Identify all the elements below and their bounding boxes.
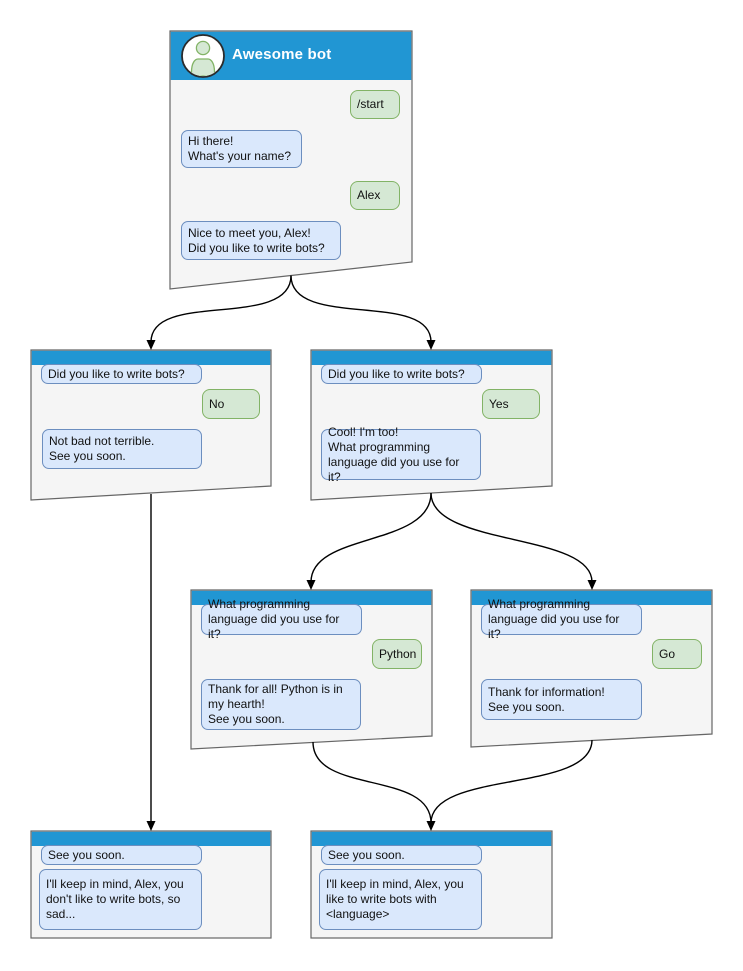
message-bubble-bot: Did you like to write bots? [321,364,482,384]
window-header-bar [31,831,271,846]
arrowheads [146,340,597,831]
flow-arrow-yes-to-python [310,492,432,583]
message-bubble-user: Yes [482,389,540,419]
message-bubble-bot: I'll keep in mind, Alex, you don't like … [39,869,202,930]
flow-arrow-main-to-yes [290,275,432,343]
window-header-bar [191,590,432,605]
window-header-bar [311,831,552,846]
message-bubble-user: Python [372,639,422,669]
message-bubble-bot: Not bad not terrible. See you soon. [42,429,202,469]
arrowhead-icon [587,580,597,590]
person-icon [190,40,216,76]
window-header-bar [471,590,712,605]
message-bubble-bot: I'll keep in mind, Alex, you like to wri… [319,869,482,930]
message-bubble-bot: Nice to meet you, Alex! Did you like to … [181,221,341,260]
arrowhead-icon [306,580,316,590]
bot-avatar [181,34,225,78]
message-bubble-user: Alex [350,181,400,210]
flow-arrow-yes-to-go [430,492,593,583]
window-title: Awesome bot [232,46,332,63]
message-bubble-bot: What programming language did you use fo… [201,597,362,641]
message-bubble-bot: Thank for information! See you soon. [481,679,642,720]
message-bubble-bot: What programming language did you use fo… [481,597,642,641]
message-bubble-user: /start [350,90,400,119]
message-bubble-bot: Hi there! What's your name? [181,130,302,168]
message-bubble-bot: Cool! I'm too! What programming language… [321,425,481,484]
flow-arrow-python-to-end [312,741,432,824]
message-bubble-bot: Did you like to write bots? [41,364,202,384]
window-header-bar [31,350,271,365]
arrowhead-icon [146,821,156,831]
flow-arrow-go-to-end [430,739,593,824]
message-bubble-bot: Thank for all! Python is in my hearth! S… [201,679,361,730]
flow-arrow-main-to-no [150,275,292,343]
flow-connectors [150,275,593,824]
arrowhead-icon [146,340,156,350]
message-bubble-bot: See you soon. [321,845,482,865]
window-header-bar [170,31,412,80]
message-bubble-bot: See you soon. [41,845,202,865]
window-header-bar [311,350,552,365]
message-bubble-user: Go [652,639,702,669]
arrowhead-icon [426,340,436,350]
arrowhead-icon [426,821,436,831]
message-bubble-user: No [202,389,260,419]
